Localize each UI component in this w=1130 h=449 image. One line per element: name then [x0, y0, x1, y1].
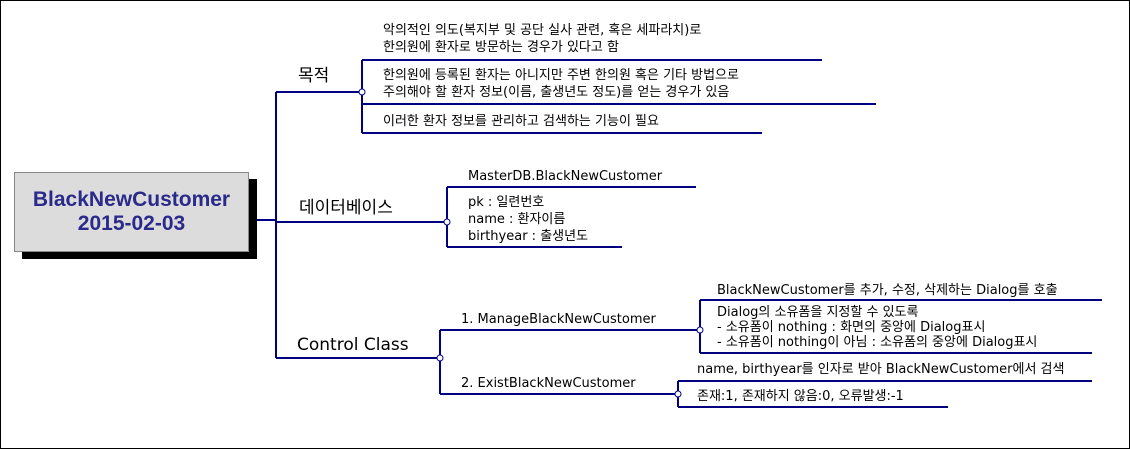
class-2-note-2: 존재:1, 존재하지 않음:0, 오류발생:-1: [697, 389, 904, 404]
class-1-node-dot: [696, 326, 704, 334]
class-1-name[interactable]: 1. ManageBlackNewCustomer: [461, 312, 656, 327]
database-field-pk: pk : 일련번호: [468, 195, 545, 210]
database-branch-label[interactable]: 데이터베이스: [299, 198, 393, 218]
class-1-note-2-line-2: - 소유폼이 nothing : 화면의 중앙에 Dialog표시: [717, 320, 986, 335]
class-2-node-dot: [674, 390, 682, 398]
class-1-note-2-line-1: Dialog의 소유폼을 지정할 수 있도록: [717, 305, 919, 320]
database-field-birthyear: birthyear : 출생년도: [468, 229, 589, 244]
purpose-item-3-line-1: 이러한 환자 정보를 관리하고 검색하는 기능이 필요: [383, 114, 659, 129]
class-2-name[interactable]: 2. ExistBlackNewCustomer: [461, 376, 636, 391]
class-2-note-1: name, birthyear를 인자로 받아 BlackNewCustomer…: [697, 362, 1065, 377]
purpose-branch-label[interactable]: 목적: [298, 66, 330, 86]
class-1-note-1: BlackNewCustomer를 추가, 수정, 삭제하는 Dialog를 호…: [717, 283, 1058, 298]
root-node[interactable]: BlackNewCustomer 2015-02-03: [14, 172, 249, 252]
control-node-dot: [436, 354, 444, 362]
root-title: BlackNewCustomer: [32, 188, 231, 211]
purpose-item-2-line-1: 한의원에 등록된 환자는 아니지만 주변 한의원 혹은 기타 방법으로: [383, 68, 739, 83]
control-branch-label[interactable]: Control Class: [297, 335, 409, 355]
database-field-name: name : 환자이름: [468, 212, 566, 227]
class-1-note-2-line-3: - 소유폼이 nothing이 아님 : 소유폼의 중앙에 Dialog표시: [717, 335, 1038, 350]
database-table-name: MasterDB.BlackNewCustomer: [468, 169, 663, 184]
root-date: 2015-02-03: [77, 212, 186, 235]
database-node-dot: [443, 218, 451, 226]
purpose-item-1-line-1: 악의적인 의도(복지부 및 공단 실사 관련, 혹은 세파라치)로: [383, 23, 702, 38]
purpose-item-1-line-2: 한의원에 환자로 방문하는 경우가 있다고 함: [383, 40, 619, 55]
purpose-item-2-line-2: 주의해야 할 환자 정보(이름, 출생년도 정도)를 얻는 경우가 있음: [383, 85, 730, 100]
purpose-node-dot: [358, 88, 366, 96]
